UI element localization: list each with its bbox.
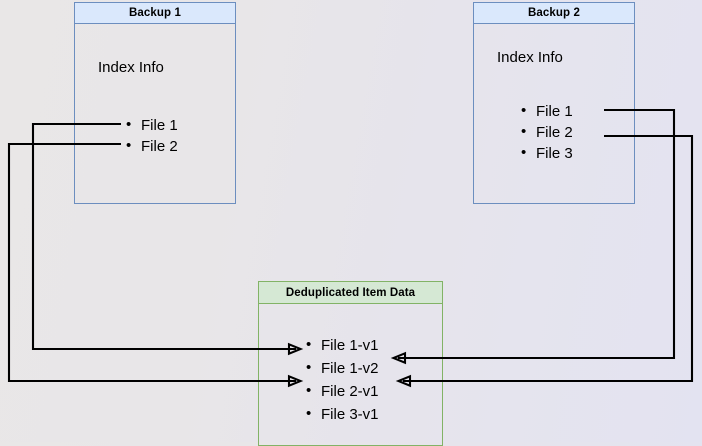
backup1-header[interactable]: Backup 1 [74,2,236,24]
list-item: File 1-v1 [305,333,379,357]
dedup-header[interactable]: Deduplicated Item Data [258,281,443,304]
list-item: File 2-v1 [305,379,379,403]
backup2-file-list: File 1 File 2 File 3 [520,100,573,164]
list-item: File 2 [125,135,178,157]
backup1-box[interactable] [74,2,236,204]
dedup-title: Deduplicated Item Data [285,286,416,299]
backup1-index-info-label: Index Info [98,59,164,76]
backup2-title: Backup 2 [528,7,580,19]
list-item: File 3 [520,142,573,164]
backup1-title: Backup 1 [129,7,181,19]
backup2-header[interactable]: Backup 2 [473,2,635,24]
list-item: File 3-v1 [305,402,379,426]
backup1-file-list: File 1 File 2 [125,114,178,157]
backup2-index-info-label: Index Info [497,49,563,66]
list-item: File 1-v2 [305,356,379,380]
list-item: File 2 [520,121,573,143]
dedup-file-list: File 1-v1 File 1-v2 File 2-v1 File 3-v1 [305,333,379,426]
list-item: File 1 [125,114,178,136]
list-item: File 1 [520,100,573,122]
